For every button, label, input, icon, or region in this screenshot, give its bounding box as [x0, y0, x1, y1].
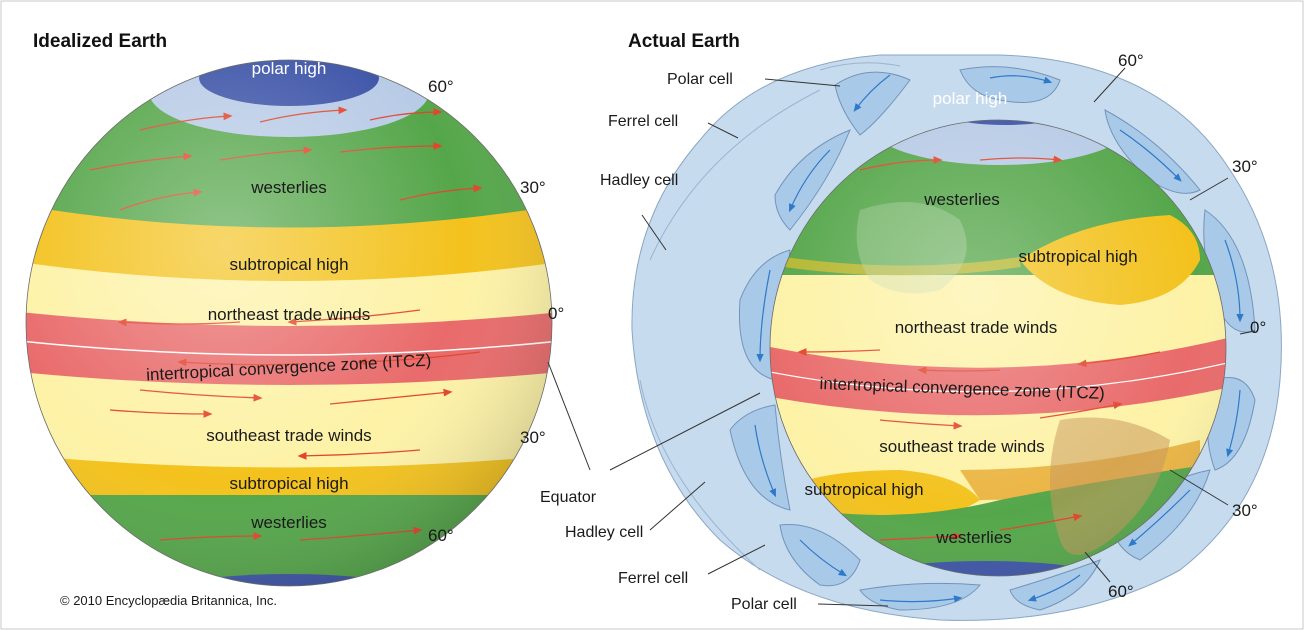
actual-lat-30s: 30° — [1232, 501, 1258, 520]
callout-leaders — [547, 67, 1256, 607]
actual-polar-high-label: polar high — [933, 89, 1008, 108]
callout-polar-cell-top: Polar cell — [667, 71, 733, 88]
callout-ferrel-cell-bottom: Ferrel cell — [618, 570, 688, 587]
actual-southeast-trades-label: southeast trade winds — [879, 437, 1044, 456]
actual-subtropical-high-south-label: subtropical high — [804, 480, 923, 499]
cell-right-ferrel — [1104, 109, 1201, 194]
idealized-northeast-trades-label: northeast trade winds — [208, 305, 371, 324]
idealized-lat-0: 0° — [548, 304, 564, 323]
actual-northeast-trades-label: northeast trade winds — [895, 318, 1058, 337]
idealized-title: Idealized Earth — [33, 31, 167, 52]
idealized-lat-60s: 60° — [428, 526, 454, 545]
idealized-lat-30n: 30° — [520, 178, 546, 197]
copyright-notice: © 2010 Encyclopædia Britannica, Inc. — [60, 593, 277, 608]
cell-left-hadley-south — [729, 404, 791, 511]
idealized-polar-high-label: polar high — [252, 59, 327, 78]
callout-ferrel-cell-top: Ferrel cell — [608, 113, 678, 130]
actual-westerlies-north-label: westerlies — [923, 190, 1000, 209]
actual-lat-60n: 60° — [1118, 51, 1144, 70]
idealized-southeast-trades-label: southeast trade winds — [206, 426, 371, 445]
actual-title: Actual Earth — [628, 31, 740, 52]
idealized-lat-60n: 60° — [428, 77, 454, 96]
actual-westerlies-south-label: westerlies — [935, 528, 1012, 547]
idealized-lat-30s: 30° — [520, 428, 546, 447]
callout-hadley-cell-top-text: Hadley cell — [600, 172, 678, 189]
callout-equator: Equator — [540, 489, 597, 506]
idealized-westerlies-north-label: westerlies — [250, 178, 327, 197]
actual-lat-30n: 30° — [1232, 157, 1258, 176]
actual-lat-0: 0° — [1250, 318, 1266, 337]
callout-hadley-cell-top: Hadley cell — [600, 172, 678, 189]
callout-hadley-cell-bottom: Hadley cell — [565, 524, 643, 541]
cell-right-polar — [959, 66, 1061, 103]
idealized-subtropical-high-north-label: subtropical high — [229, 255, 348, 274]
actual-subtropical-high-north-label: subtropical high — [1018, 247, 1137, 266]
cell-left-polar — [834, 71, 911, 136]
idealized-westerlies-south-label: westerlies — [250, 513, 327, 532]
callout-polar-cell-bottom: Polar cell — [731, 596, 797, 613]
idealized-subtropical-high-south-label: subtropical high — [229, 474, 348, 493]
actual-globe: polar high westerlies subtropical high n… — [769, 89, 1227, 577]
actual-lat-60s: 60° — [1108, 582, 1134, 601]
idealized-globe: polar high westerlies subtropical high n… — [25, 59, 553, 587]
